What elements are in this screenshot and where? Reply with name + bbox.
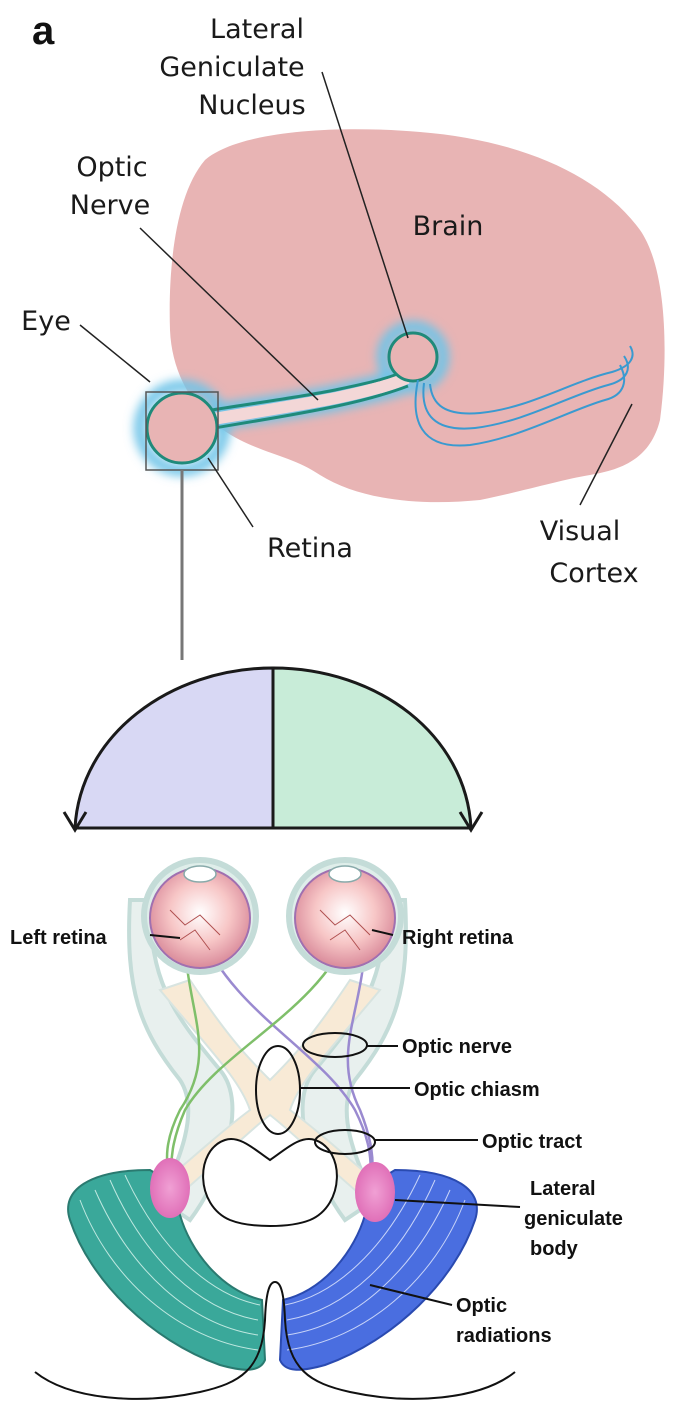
left-eyeball — [144, 860, 256, 972]
lgn-circle — [389, 333, 437, 381]
label-visual-cortex-line1: Visual — [540, 516, 621, 547]
label-retina: Retina — [267, 533, 353, 564]
eye-globe — [147, 393, 217, 463]
label-optic-nerve-line2: Nerve — [70, 190, 151, 221]
label-radiations-line2: radiations — [456, 1325, 552, 1347]
right-lgb — [355, 1162, 395, 1222]
midbrain-outline — [203, 1139, 337, 1226]
cortex-base-outline — [35, 1282, 515, 1399]
label-optic-nerve: Optic nerve — [402, 1036, 512, 1058]
label-lgn-line1: Lateral — [210, 14, 304, 45]
label-left-retina: Left retina — [10, 927, 108, 949]
label-optic-tract: Optic tract — [482, 1131, 582, 1153]
label-optic-chiasm: Optic chiasm — [414, 1079, 540, 1101]
label-eye: Eye — [21, 306, 71, 337]
label-lgb-line3: body — [530, 1238, 579, 1260]
label-lgb-line1: Lateral — [530, 1178, 596, 1200]
label-optic-nerve-line1: Optic — [76, 152, 147, 183]
label-lgn-line2: Geniculate — [159, 52, 304, 83]
left-lgb — [150, 1158, 190, 1218]
label-lgb-line2: geniculate — [524, 1208, 623, 1230]
label-brain: Brain — [413, 211, 484, 242]
right-eyeball — [289, 860, 401, 972]
brain-shape — [170, 129, 665, 502]
label-radiations-line1: Optic — [456, 1295, 507, 1317]
visual-field-left — [75, 668, 273, 828]
label-visual-cortex-line2: Cortex — [549, 558, 638, 589]
panel-letter: a — [32, 9, 55, 53]
visual-field-right — [273, 668, 471, 828]
label-lgn-line3: Nucleus — [198, 90, 305, 121]
label-right-retina: Right retina — [402, 927, 514, 949]
